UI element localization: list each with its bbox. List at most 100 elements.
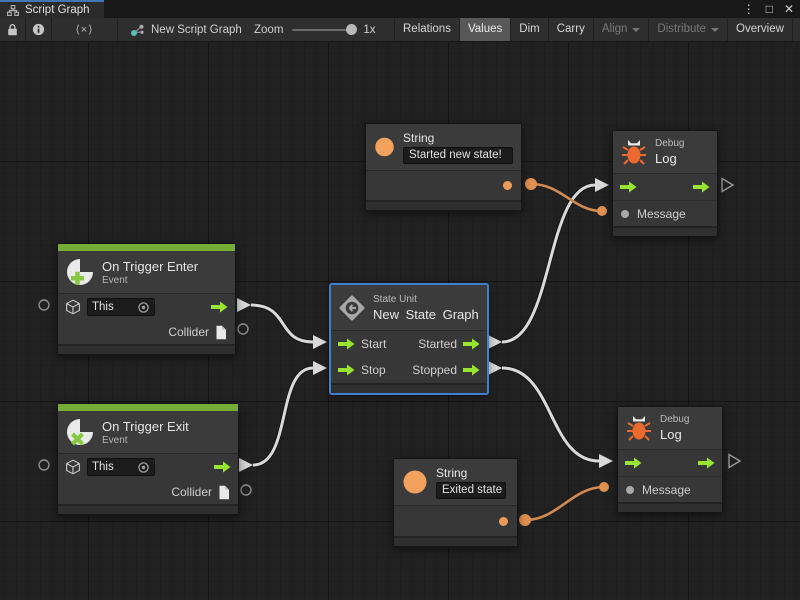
graph-toolbar: ⟨×⟩ New Script Graph Zoom 1x Relations V… <box>0 18 800 42</box>
code-brackets-icon: ⟨×⟩ <box>75 24 94 36</box>
lock-button[interactable] <box>0 18 26 41</box>
log-bottom-out-port[interactable] <box>728 453 742 469</box>
wire-exit-to-stop[interactable] <box>239 361 327 472</box>
toolbar-toggles: Relations Values Dim Carry Align Distrib… <box>394 18 800 41</box>
target-picker-icon[interactable] <box>137 301 150 314</box>
gameobject-cube-icon <box>66 459 80 475</box>
flow-out-port[interactable] <box>211 301 228 313</box>
node-subtitle: Event <box>102 434 128 446</box>
distribute-dropdown[interactable]: Distribute <box>648 18 727 41</box>
title-bar: Script Graph ⋮ □ ✕ <box>0 0 800 18</box>
node-debug-log-top[interactable]: Debug Log Message <box>612 130 718 237</box>
wire-stopped-to-log[interactable] <box>488 361 613 468</box>
node-debug-log-bottom[interactable]: Debug Log Message <box>617 406 723 513</box>
port-label: Stopped <box>412 363 457 377</box>
event-accent-bar <box>58 244 235 251</box>
code-toggle-button[interactable]: ⟨×⟩ <box>52 18 118 41</box>
node-title: On Trigger Enter <box>102 258 199 274</box>
close-icon[interactable]: ✕ <box>783 2 794 16</box>
state-unit-icon <box>339 295 365 320</box>
node-on-trigger-enter[interactable]: On Trigger Enter Event This <box>57 243 236 355</box>
zoom-label: Zoom <box>254 23 284 36</box>
string-output-port[interactable] <box>499 516 508 526</box>
wire-started-to-log[interactable] <box>488 178 609 349</box>
tab-script-graph[interactable]: Script Graph <box>0 0 104 18</box>
collider-doc-icon[interactable] <box>215 325 227 340</box>
flow-in-port[interactable] <box>620 181 637 193</box>
string-value-field[interactable]: Started new state! <box>403 146 513 164</box>
collider-doc-icon[interactable] <box>218 485 230 500</box>
target-field[interactable]: This <box>87 458 155 476</box>
event-accent-bar <box>58 404 238 411</box>
script-graph-asset-icon <box>131 24 144 36</box>
graph-canvas[interactable]: String Started new state! <box>0 42 800 600</box>
node-title: Log <box>660 427 682 442</box>
dim-button[interactable]: Dim <box>510 18 547 41</box>
port-label: Message <box>637 206 686 221</box>
log-top-out-port[interactable] <box>721 177 735 193</box>
carry-button[interactable]: Carry <box>547 18 593 41</box>
message-input-port[interactable] <box>626 485 634 494</box>
node-category: Debug <box>660 414 690 425</box>
graph-hierarchy-icon <box>7 4 19 16</box>
zoom-slider[interactable] <box>292 24 358 35</box>
node-on-trigger-exit[interactable]: On Trigger Exit Event This <box>57 403 239 515</box>
flow-in-port[interactable] <box>338 364 355 376</box>
string-type-icon <box>403 470 427 494</box>
flow-in-port[interactable] <box>625 457 642 469</box>
flow-out-port[interactable] <box>693 181 710 193</box>
overview-button[interactable]: Overview <box>727 18 792 41</box>
string-type-icon <box>375 137 394 157</box>
node-string-bottom[interactable]: String Exited state <box>393 458 518 547</box>
info-icon <box>32 23 45 36</box>
graph-breadcrumb[interactable]: New Script Graph <box>130 18 242 41</box>
port-label: Started <box>418 337 457 351</box>
exit-target-port[interactable] <box>38 459 50 471</box>
target-field[interactable]: This <box>87 298 155 316</box>
on-trigger-exit-icon <box>67 419 93 446</box>
enter-target-port[interactable] <box>38 299 50 311</box>
zoom-control: Zoom 1x <box>254 18 376 41</box>
zoom-slider-handle[interactable] <box>346 24 358 35</box>
string-value-field[interactable]: Exited state <box>436 481 506 499</box>
gameobject-cube-icon <box>66 299 80 315</box>
node-title: String <box>436 465 468 480</box>
wire-string-bottom-to-message[interactable] <box>519 482 609 526</box>
on-trigger-enter-icon <box>67 259 93 285</box>
port-label: Collider <box>171 485 212 499</box>
node-state-unit[interactable]: State Unit New State Graph Start Started <box>330 284 488 394</box>
chevron-down-icon <box>711 27 719 32</box>
flow-out-port[interactable] <box>698 457 715 469</box>
node-title: On Trigger Exit <box>102 418 189 434</box>
tab-title: Script Graph <box>25 4 90 16</box>
flow-out-port[interactable] <box>463 338 480 350</box>
graph-name: New Script Graph <box>151 23 242 36</box>
relations-button[interactable]: Relations <box>394 18 459 41</box>
node-category: State Unit <box>373 293 417 305</box>
target-picker-icon[interactable] <box>137 461 150 474</box>
flow-out-port[interactable] <box>214 461 231 473</box>
zoom-value: 1x <box>363 23 376 36</box>
port-label: Collider <box>168 325 209 339</box>
wire-layer <box>38 177 742 526</box>
node-title: String <box>403 130 435 145</box>
string-output-port[interactable] <box>503 181 512 190</box>
node-string-top[interactable]: String Started new state! <box>365 123 522 211</box>
flow-out-port[interactable] <box>463 364 480 376</box>
info-button[interactable] <box>26 18 52 41</box>
wire-string-top-to-message[interactable] <box>525 178 607 216</box>
wire-enter-to-start[interactable] <box>237 298 327 349</box>
lock-icon <box>8 24 17 36</box>
maximize-icon[interactable]: □ <box>765 2 773 16</box>
message-input-port[interactable] <box>621 209 629 218</box>
exit-collider-port[interactable] <box>240 484 252 496</box>
node-category: Debug <box>655 138 685 149</box>
enter-collider-port[interactable] <box>237 323 249 335</box>
align-dropdown[interactable]: Align <box>592 18 649 41</box>
menu-icon[interactable]: ⋮ <box>742 2 755 16</box>
chevron-down-icon <box>632 27 641 32</box>
flow-in-port[interactable] <box>338 338 355 350</box>
node-subtitle: Event <box>102 274 128 286</box>
fullscreen-button[interactable]: Full Screen <box>791 18 800 41</box>
values-button[interactable]: Values <box>458 18 511 41</box>
